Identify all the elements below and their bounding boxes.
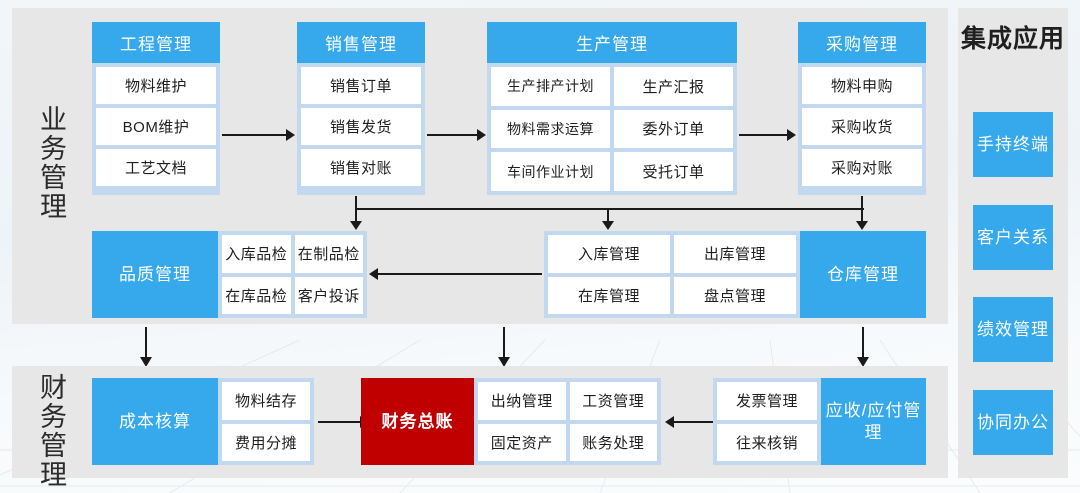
module-sales-body: 销售订单 销售发货 销售对账: [297, 63, 425, 195]
module-cost[interactable]: 成本核算 物料结存 费用分摊: [92, 378, 314, 465]
cell-ledger-2[interactable]: 固定资产: [478, 423, 566, 461]
module-receivable-title: 应收/应付管理: [821, 378, 926, 465]
module-quality-grid: 入库品检 在制品检 在库品检 客户投诉: [218, 231, 367, 318]
module-purchasing-title: 采购管理: [798, 22, 926, 63]
module-ledger[interactable]: 财务总账 出纳管理 工资管理 固定资产 账务处理: [361, 378, 661, 465]
module-purchasing[interactable]: 采购管理 物料申购 采购收货 采购对账: [798, 22, 926, 195]
cell-warehouse-0[interactable]: 入库管理: [548, 235, 670, 273]
cell-purchasing-2[interactable]: 采购对账: [802, 149, 922, 186]
cell-sales-2[interactable]: 销售对账: [301, 149, 421, 186]
cell-ledger-3[interactable]: 账务处理: [569, 423, 657, 461]
cell-warehouse-3[interactable]: 盘点管理: [674, 276, 796, 314]
cell-receivable-1[interactable]: 往来核销: [717, 423, 817, 461]
cell-cost-0[interactable]: 物料结存: [222, 382, 310, 420]
module-sales[interactable]: 销售管理 销售订单 销售发货 销售对账: [297, 22, 425, 195]
module-production[interactable]: 生产管理 生产排产计划 生产汇报 物料需求运算 委外订单 车间作业计划 受托订单: [487, 22, 737, 195]
module-production-title: 生产管理: [487, 22, 737, 63]
arrow-warehouse-to-quality: [369, 267, 542, 281]
arrow-quality-to-cost: [139, 327, 153, 367]
cell-production-0[interactable]: 生产排产计划: [491, 67, 610, 106]
cell-warehouse-1[interactable]: 出库管理: [674, 235, 796, 273]
module-warehouse-title: 仓库管理: [800, 231, 926, 318]
cell-production-2[interactable]: 物料需求运算: [491, 109, 610, 149]
arrow-production-to-purchasing: [739, 128, 797, 142]
integrated-apps-title: 集成应用: [960, 25, 1065, 53]
cell-quality-0[interactable]: 入库品检: [222, 235, 291, 273]
cell-sales-1[interactable]: 销售发货: [301, 108, 421, 145]
cell-production-3[interactable]: 委外订单: [614, 109, 733, 149]
module-quality[interactable]: 品质管理 入库品检 在制品检 在库品检 客户投诉: [92, 231, 367, 318]
side-button-collaborative-office[interactable]: 协同办公: [973, 390, 1053, 455]
arrow-receivable-to-ledger: [665, 415, 714, 429]
cell-purchasing-1[interactable]: 采购收货: [802, 108, 922, 145]
module-ledger-grid: 出纳管理 工资管理 固定资产 账务处理: [474, 378, 661, 465]
module-engineering-title: 工程管理: [92, 22, 220, 63]
cell-production-5[interactable]: 受托订单: [614, 152, 733, 191]
cell-quality-2[interactable]: 在库品检: [222, 276, 291, 314]
side-button-customer-relations[interactable]: 客户关系: [973, 205, 1053, 270]
finance-management-label: 财务管理: [36, 373, 66, 489]
cell-sales-0[interactable]: 销售订单: [301, 67, 421, 104]
cell-ledger-0[interactable]: 出纳管理: [478, 382, 566, 420]
module-receivable-grid: 发票管理 往来核销: [713, 378, 821, 465]
cell-production-4[interactable]: 车间作业计划: [491, 152, 610, 191]
cell-quality-1[interactable]: 在制品检: [294, 235, 363, 273]
cell-warehouse-2[interactable]: 在库管理: [548, 276, 670, 314]
module-warehouse-grid: 入库管理 出库管理 在库管理 盘点管理: [544, 231, 800, 318]
module-purchasing-body: 物料申购 采购收货 采购对账: [798, 63, 926, 195]
module-production-body: 生产排产计划 生产汇报 物料需求运算 委外订单 车间作业计划 受托订单: [487, 63, 737, 195]
module-engineering-body: 物料维护 BOM维护 工艺文档: [92, 63, 220, 195]
module-engineering[interactable]: 工程管理 物料维护 BOM维护 工艺文档: [92, 22, 220, 195]
arrow-warehouse-to-ledger: [497, 327, 511, 367]
cell-receivable-0[interactable]: 发票管理: [717, 382, 817, 420]
module-warehouse[interactable]: 入库管理 出库管理 在库管理 盘点管理 仓库管理: [544, 231, 926, 318]
module-sales-title: 销售管理: [297, 22, 425, 63]
side-button-performance-management[interactable]: 绩效管理: [973, 297, 1053, 362]
cell-quality-3[interactable]: 客户投诉: [294, 276, 363, 314]
module-ledger-title: 财务总账: [361, 378, 474, 465]
cell-purchasing-0[interactable]: 物料申购: [802, 67, 922, 104]
module-quality-title: 品质管理: [92, 231, 218, 318]
module-cost-grid: 物料结存 费用分摊: [218, 378, 314, 465]
arrow-warehouse-to-receivable: [856, 327, 870, 367]
cell-engineering-2[interactable]: 工艺文档: [96, 149, 216, 186]
arrow-sales-to-production: [427, 128, 487, 142]
cell-production-1[interactable]: 生产汇报: [614, 67, 733, 106]
business-management-label: 业务管理: [36, 105, 66, 221]
arrow-bus-to-row2: [348, 196, 872, 230]
cell-cost-1[interactable]: 费用分摊: [222, 423, 310, 461]
cell-engineering-1[interactable]: BOM维护: [96, 108, 216, 145]
side-button-handheld-terminal[interactable]: 手持终端: [973, 112, 1053, 177]
arrow-engineering-to-sales: [222, 128, 296, 142]
cell-engineering-0[interactable]: 物料维护: [96, 67, 216, 104]
module-receivable[interactable]: 发票管理 往来核销 应收/应付管理: [713, 378, 926, 465]
module-cost-title: 成本核算: [92, 378, 218, 465]
cell-ledger-1[interactable]: 工资管理: [569, 382, 657, 420]
